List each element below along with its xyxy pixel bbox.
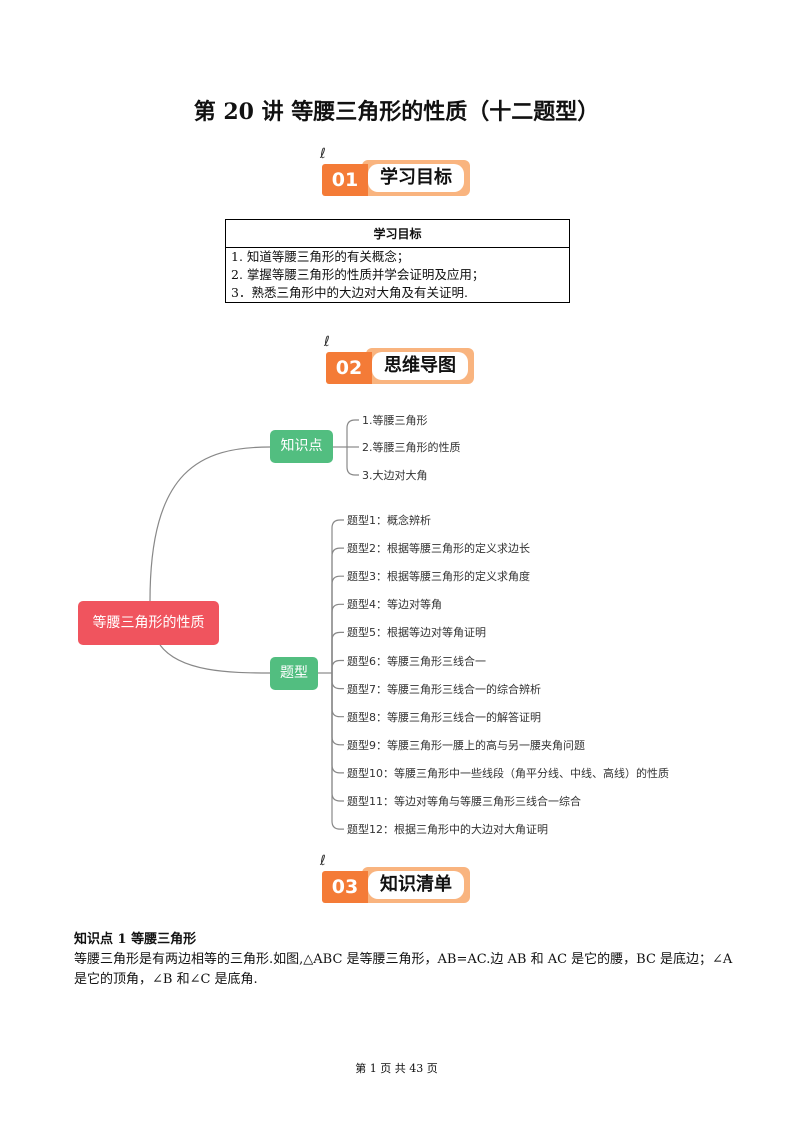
- knowledge-connector: [346, 419, 359, 447]
- goals-row: 2. 掌握等腰三角形的性质并学会证明及应用；: [225, 266, 570, 284]
- goals-table: 学习目标 1. 知道等腰三角形的有关概念； 2. 掌握等腰三角形的性质并学会证明…: [225, 219, 570, 303]
- type-item: 题型1：概念辨析: [347, 514, 431, 527]
- type-connector: [331, 673, 344, 830]
- goals-row: 1. 知道等腰三角形的有关概念；: [225, 247, 570, 266]
- mindmap-branch-knowledge: 知识点: [270, 430, 333, 463]
- type-connector: [331, 631, 344, 673]
- type-connector: [331, 673, 344, 746]
- type-item: 题型10：等腰三角形中一些线段（角平分线、中线、高线）的性质: [347, 766, 669, 780]
- type-item: 题型5：根据等边对等角证明: [347, 626, 486, 640]
- type-connector: [331, 603, 344, 673]
- section-badge-mindmap: ℓ 思维导图 02: [324, 334, 476, 386]
- type-connector: [331, 659, 344, 673]
- type-item: 题型2：根据等腰三角形的定义求边长: [347, 542, 530, 556]
- knowledge-item: 2.等腰三角形的性质: [362, 441, 461, 454]
- section-label: 知识清单: [368, 871, 464, 899]
- section-number: 01: [322, 164, 368, 196]
- knowledge-point-body: 等腰三角形是有两边相等的三角形.如图,△ABC 是等腰三角形，AB=AC.边 A…: [74, 952, 733, 987]
- knowledge-item: 1.等腰三角形: [362, 414, 428, 427]
- type-item: 题型3：根据等腰三角形的定义求角度: [347, 570, 530, 584]
- type-connector: [331, 547, 344, 673]
- curl-icon: ℓ: [320, 146, 326, 162]
- section-number: 03: [322, 871, 368, 903]
- section-number: 02: [326, 352, 372, 384]
- page-footer: 第 1 页 共 43 页: [355, 1062, 438, 1075]
- connector-root-types: [159, 644, 271, 674]
- type-connector: [331, 673, 344, 802]
- type-connector: [331, 673, 344, 690]
- knowledge-point-heading: 知识点 1 等腰三角形: [74, 932, 197, 947]
- type-item: 题型7：等腰三角形三线合一的综合辨析: [347, 682, 541, 696]
- section-badge-goals: ℓ 学习目标 01: [320, 146, 472, 198]
- section-label: 思维导图: [372, 352, 468, 380]
- type-connector: [331, 519, 344, 673]
- type-item: 题型8：等腰三角形三线合一的解答证明: [347, 710, 541, 724]
- type-connector: [331, 673, 344, 718]
- mindmap-root-node: 等腰三角形的性质: [78, 601, 219, 645]
- section-label: 学习目标: [368, 164, 464, 192]
- type-item: 题型6：等腰三角形三线合一: [347, 654, 486, 668]
- goals-row: 3．熟悉三角形中的大边对大角及有关证明.: [225, 284, 570, 303]
- type-item: 题型9：等腰三角形一腰上的高与另一腰夹角问题: [347, 738, 585, 752]
- curl-icon: ℓ: [324, 334, 330, 350]
- type-connector: [331, 575, 344, 673]
- page-title: 第 20 讲 等腰三角形的性质（十二题型）: [193, 99, 600, 125]
- knowledge-item: 3.大边对大角: [362, 469, 428, 482]
- section-badge-knowledge: ℓ 知识清单 03: [320, 853, 472, 905]
- type-item: 题型4：等边对等角: [347, 598, 442, 612]
- mindmap-branch-types: 题型: [270, 657, 318, 690]
- connector-root-knowledge: [149, 446, 271, 602]
- curl-icon: ℓ: [320, 853, 326, 869]
- knowledge-connector: [346, 447, 359, 476]
- goals-table-header: 学习目标: [225, 219, 570, 248]
- type-item: 题型11：等边对等角与等腰三角形三线合一综合: [347, 795, 581, 808]
- knowledge-point-1: 知识点 1 等腰三角形 等腰三角形是有两边相等的三角形.如图,△ABC 是等腰三…: [74, 930, 734, 990]
- type-item: 题型12：根据三角形中的大边对大角证明: [347, 823, 548, 837]
